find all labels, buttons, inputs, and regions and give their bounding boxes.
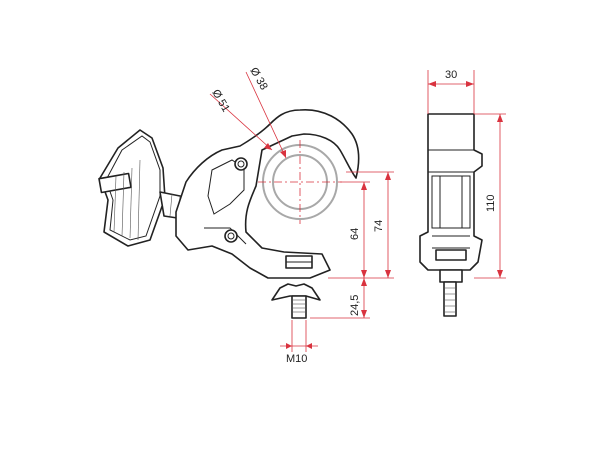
dim-width-30: 30	[427, 69, 475, 114]
label-30: 30	[445, 69, 457, 81]
tube-section	[258, 140, 342, 224]
label-74: 74	[373, 220, 385, 232]
dim-thread-m10: M10	[280, 320, 318, 365]
dim-74: 74	[346, 171, 394, 279]
rivet-top	[234, 157, 248, 171]
label-110: 110	[485, 194, 497, 212]
dim-height-110: 110	[474, 113, 506, 279]
bottom-nut	[285, 255, 313, 269]
rivet-bottom	[224, 229, 238, 243]
side-view: 30 110	[419, 69, 506, 317]
side-wing-nut	[439, 269, 463, 283]
rivet-bottom-inner	[227, 232, 235, 240]
side-bolt	[443, 281, 457, 317]
wing-knob	[98, 129, 166, 247]
label-m10: M10	[286, 353, 307, 365]
threaded-bolt	[291, 295, 307, 319]
front-view: Ø 51 Ø 38 64 74	[98, 66, 394, 365]
dim-24-5: 24,5	[310, 278, 370, 319]
clamp-body	[175, 109, 360, 279]
label-64: 64	[349, 228, 361, 240]
label-dia-38: Ø 38	[247, 66, 269, 93]
label-24-5: 24,5	[349, 295, 361, 316]
rivet-top-inner	[237, 160, 245, 168]
dim-64: 64	[328, 181, 370, 279]
side-nut	[435, 249, 467, 261]
